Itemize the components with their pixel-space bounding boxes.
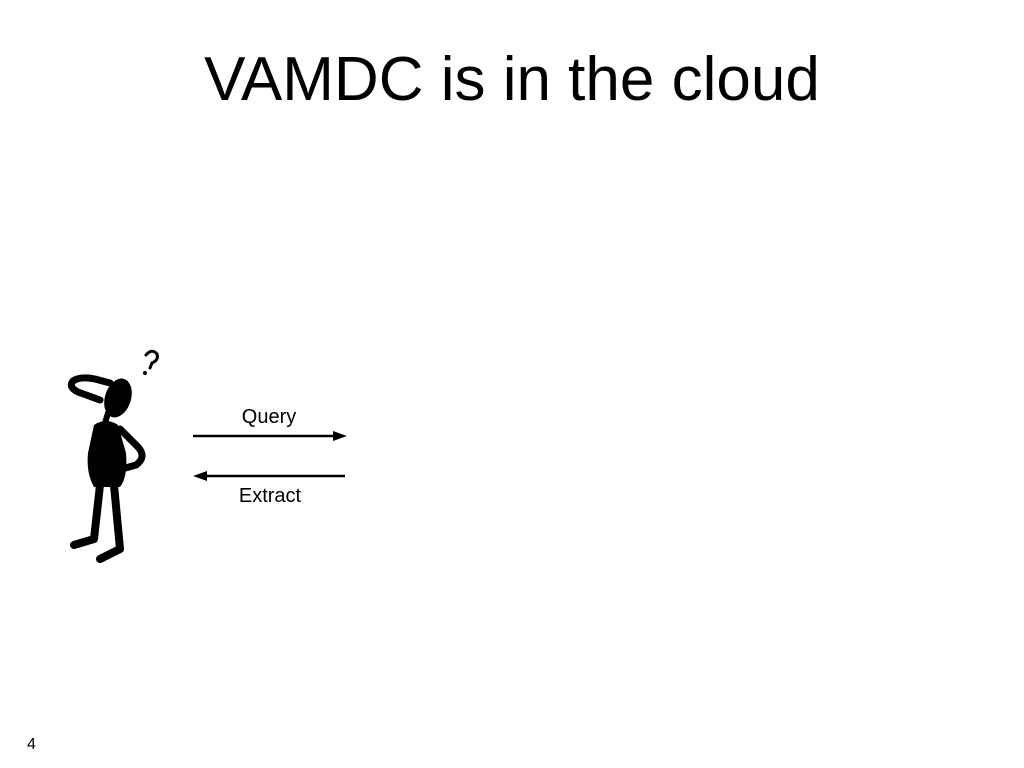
query-arrow [193,431,347,441]
query-label: Query [241,406,297,428]
page-number: 4 [27,736,36,753]
extract-label: Extract [238,485,302,507]
extract-arrow [193,471,345,481]
slide-title: VAMDC is in the cloud [204,45,820,114]
query-extract-arrows [193,431,347,481]
thinking-person-icon [67,349,159,563]
